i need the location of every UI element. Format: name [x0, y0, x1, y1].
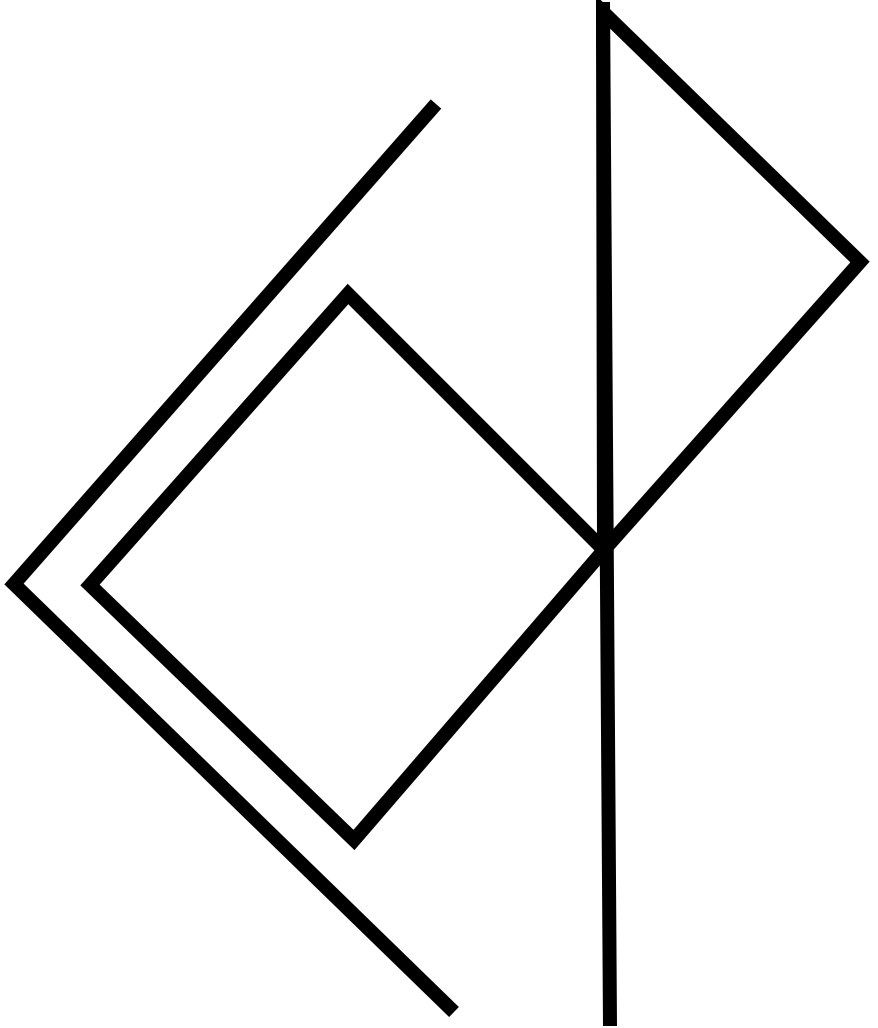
vertical-line [596, 1, 617, 1027]
blue-triangle [595, 0, 870, 569]
pink-square [80, 283, 614, 851]
chevron-bracket [4, 99, 459, 1018]
